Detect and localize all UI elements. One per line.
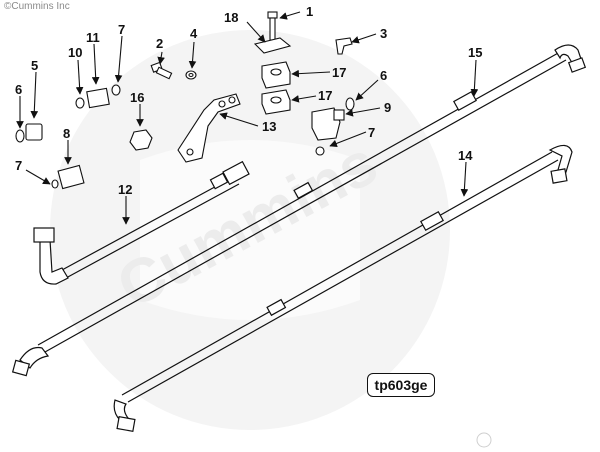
callout-16: 16	[130, 90, 144, 105]
callout-13: 13	[262, 119, 276, 134]
callout-11: 11	[86, 30, 100, 45]
callout-3: 3	[380, 26, 387, 41]
copyright-notice: ©Cummins Inc	[4, 1, 70, 12]
registered-mark	[476, 432, 492, 448]
callout-4: 4	[190, 26, 198, 41]
hose-15	[11, 44, 587, 377]
leader-lines	[16, 11, 479, 225]
callout-7-top: 7	[118, 22, 125, 37]
callout-9: 9	[384, 100, 391, 115]
callout-2: 2	[156, 36, 163, 51]
callout-17-upper: 17	[332, 65, 346, 80]
callout-1: 1	[306, 4, 313, 19]
callout-7-lower: 7	[15, 158, 22, 173]
callout-12: 12	[118, 182, 132, 197]
callout-17-lower: 17	[318, 88, 332, 103]
callout-5: 5	[31, 58, 38, 73]
callout-6-right: 6	[380, 68, 387, 83]
callout-6-left: 6	[15, 82, 22, 97]
figure-id-label: tp603ge	[367, 373, 435, 397]
callout-labels: 1 18 3 2 4 17 17 6 9 7 13 10 11 7 5 6 16…	[15, 4, 482, 197]
callout-10: 10	[68, 45, 82, 60]
callout-7-right: 7	[368, 125, 375, 140]
hose-14	[113, 144, 573, 432]
small-parts	[15, 11, 355, 190]
callout-8: 8	[63, 126, 70, 141]
hose-12	[33, 160, 250, 285]
callout-15: 15	[468, 45, 482, 60]
watermark-logo: Cummins	[50, 30, 450, 430]
callout-18: 18	[224, 10, 238, 25]
callout-14: 14	[458, 148, 473, 163]
